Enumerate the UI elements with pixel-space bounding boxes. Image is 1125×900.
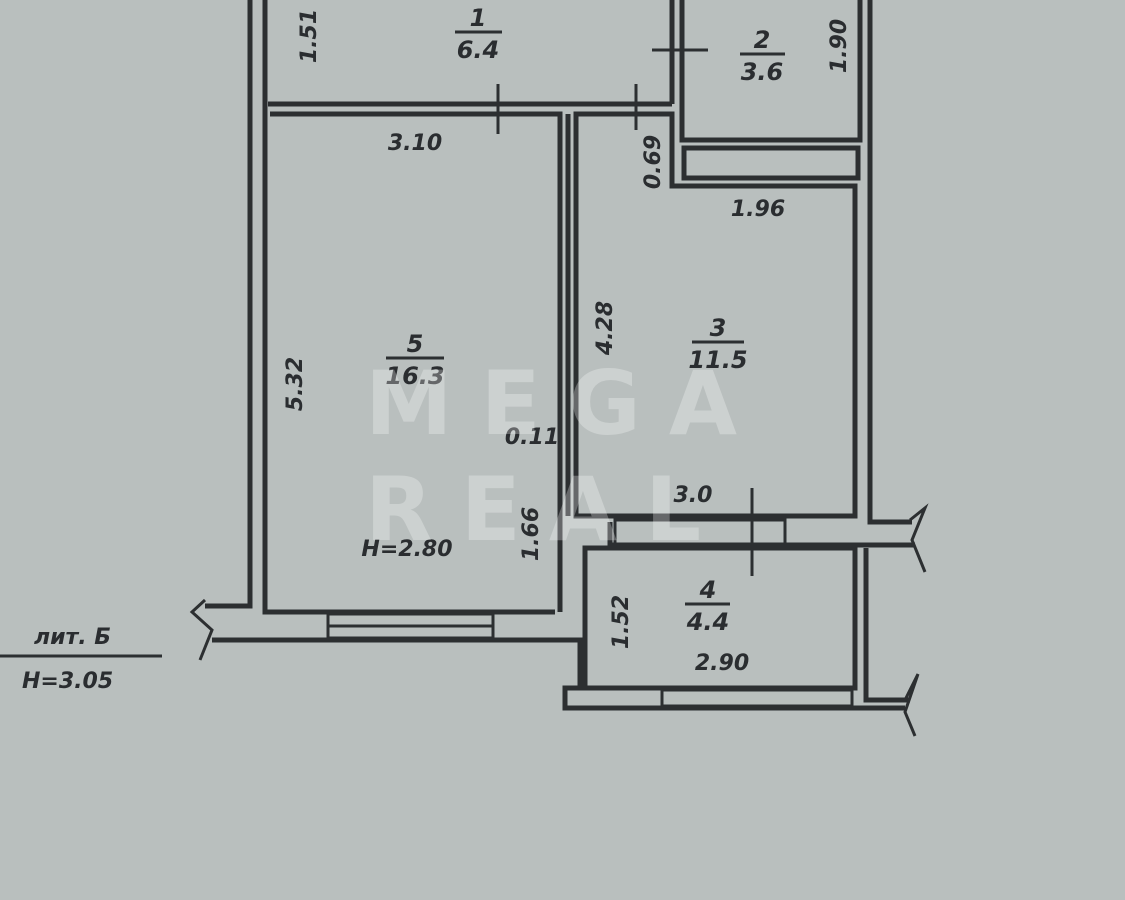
outer-left-wall — [205, 0, 253, 609]
dim-room3-side: 4.28 — [593, 301, 618, 356]
letter-note: лит. Б H=3.05 — [22, 625, 113, 694]
room4-area: 4.4 — [686, 608, 730, 636]
inner-left-wall — [262, 0, 555, 615]
room2-number: 2 — [754, 26, 771, 54]
break-mark-left — [189, 598, 214, 661]
ceiling-height: H=2.80 — [361, 537, 452, 562]
dim-passage: 0.69 — [641, 135, 666, 189]
dimension-labels: 1.51 1.90 3.10 0.69 1.96 5.32 4.28 0.11 … — [283, 9, 852, 676]
duct-box — [681, 145, 861, 181]
break-mark-right-upper — [909, 503, 929, 573]
room3-area: 11.5 — [688, 346, 747, 374]
room3-outline — [573, 111, 858, 519]
dim-partition: 0.11 — [505, 425, 559, 450]
dim-room5-lower: 1.66 — [519, 507, 544, 561]
corridor-wall — [607, 522, 915, 548]
room1-number: 1 — [470, 4, 487, 32]
dim-room5-side: 5.32 — [283, 357, 308, 411]
window-room4 — [660, 688, 854, 708]
dim-room1-side: 1.51 — [297, 9, 322, 63]
outer-bottom-wall — [212, 637, 905, 711]
watermark-line2: REAL — [365, 458, 729, 561]
dim-room4-bottom: 2.90 — [695, 651, 749, 676]
letter-note-title: лит. Б — [34, 625, 111, 650]
dim-room2-side: 1.90 — [827, 19, 852, 73]
room4-number: 4 — [699, 576, 717, 604]
room5-area: 16.3 — [385, 362, 444, 390]
dim-room3-bottom: 3.0 — [674, 483, 713, 508]
break-mark-right-lower — [903, 673, 920, 737]
dim-room4-side: 1.52 — [609, 595, 634, 649]
watermark-line1: MEGA — [365, 352, 765, 455]
room3-number: 3 — [710, 314, 727, 342]
watermark: MEGA REAL — [365, 352, 765, 561]
room5-number: 5 — [407, 330, 424, 358]
walls — [0, 0, 929, 737]
balcony-right-wall — [863, 548, 910, 703]
window-room3 — [613, 518, 787, 546]
room5-wall — [270, 111, 563, 612]
room2-outer-right — [867, 0, 912, 525]
room1-area: 6.4 — [457, 36, 500, 64]
dim-room3-top: 1.96 — [731, 197, 785, 222]
letter-note-height: H=3.05 — [22, 669, 113, 694]
dim-room5-top: 3.10 — [388, 131, 442, 156]
room2-area: 3.6 — [741, 58, 784, 86]
room4-outline — [582, 545, 858, 691]
room-labels: 1 6.4 2 3.6 3 11.5 4 4.4 5 16.3 — [385, 4, 785, 636]
room2-outline — [679, 0, 863, 143]
